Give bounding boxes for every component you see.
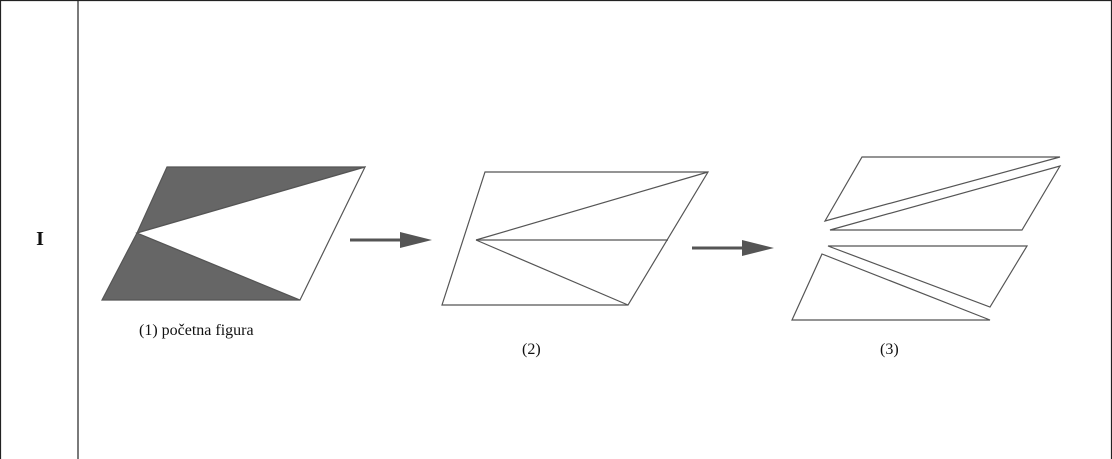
fig1-white-triangle	[135, 166, 367, 301]
caption-figure-2: (2)	[522, 341, 541, 358]
fig3-lower-left-triangle	[791, 253, 991, 321]
figure-2	[441, 171, 710, 306]
arrow-2	[692, 240, 774, 256]
caption-figure-3: (3)	[880, 341, 899, 358]
figure-3	[791, 156, 1062, 321]
arrow-2-head	[742, 240, 774, 256]
caption-figure-1: (1) početna figura	[139, 322, 254, 339]
arrow-1	[350, 232, 432, 248]
figure-1-initial	[101, 166, 367, 301]
arrow-1-head	[400, 232, 432, 248]
fig3-upper-left-triangle	[823, 156, 1061, 222]
fig3-lower-right-triangle	[827, 245, 1029, 308]
fig2-lower-diagonal	[475, 239, 629, 306]
row-label: I	[36, 228, 44, 250]
fig3-upper-right-triangle	[829, 165, 1062, 231]
fig2-upper-diagonal	[475, 171, 709, 241]
